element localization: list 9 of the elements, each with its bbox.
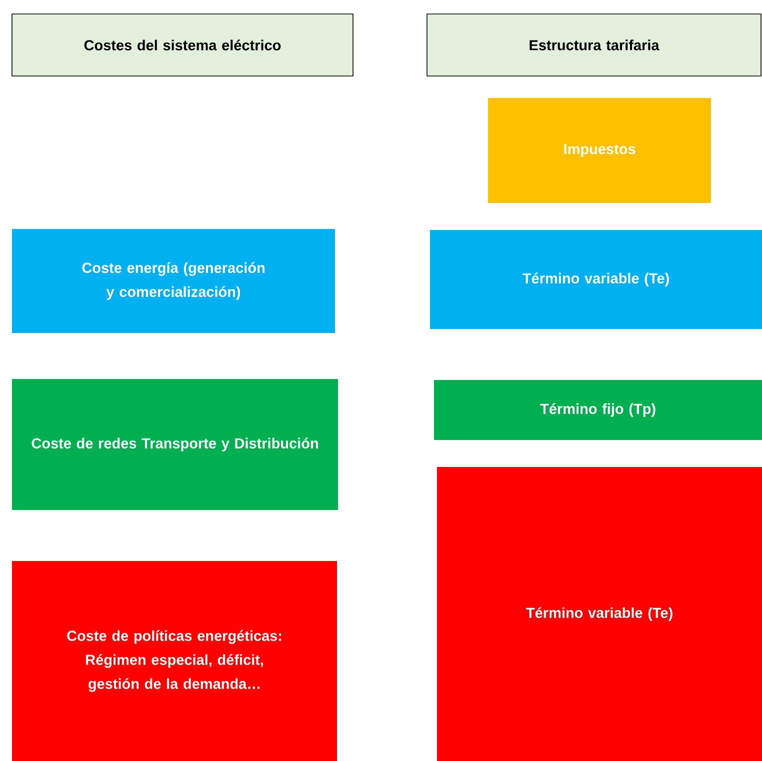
header-box: Estructura tarifaria bbox=[426, 14, 762, 76]
tariff-block: Término variable (Te) bbox=[437, 467, 762, 761]
header-box: Costes del sistema eléctrico bbox=[12, 14, 354, 76]
tariff-block: Término variable (Te) bbox=[430, 230, 762, 329]
tariff-block: Impuestos bbox=[488, 98, 711, 203]
tariff-block: Término fijo (Tp) bbox=[434, 380, 762, 440]
cost-block: Coste energía (generación y comercialización) bbox=[12, 229, 335, 333]
cost-block: Coste de políticas energéticas: Régimen especial, déficit, gestión de la demanda… bbox=[12, 561, 337, 761]
cost-block: Coste de redes Transporte y Distribución bbox=[12, 379, 338, 510]
